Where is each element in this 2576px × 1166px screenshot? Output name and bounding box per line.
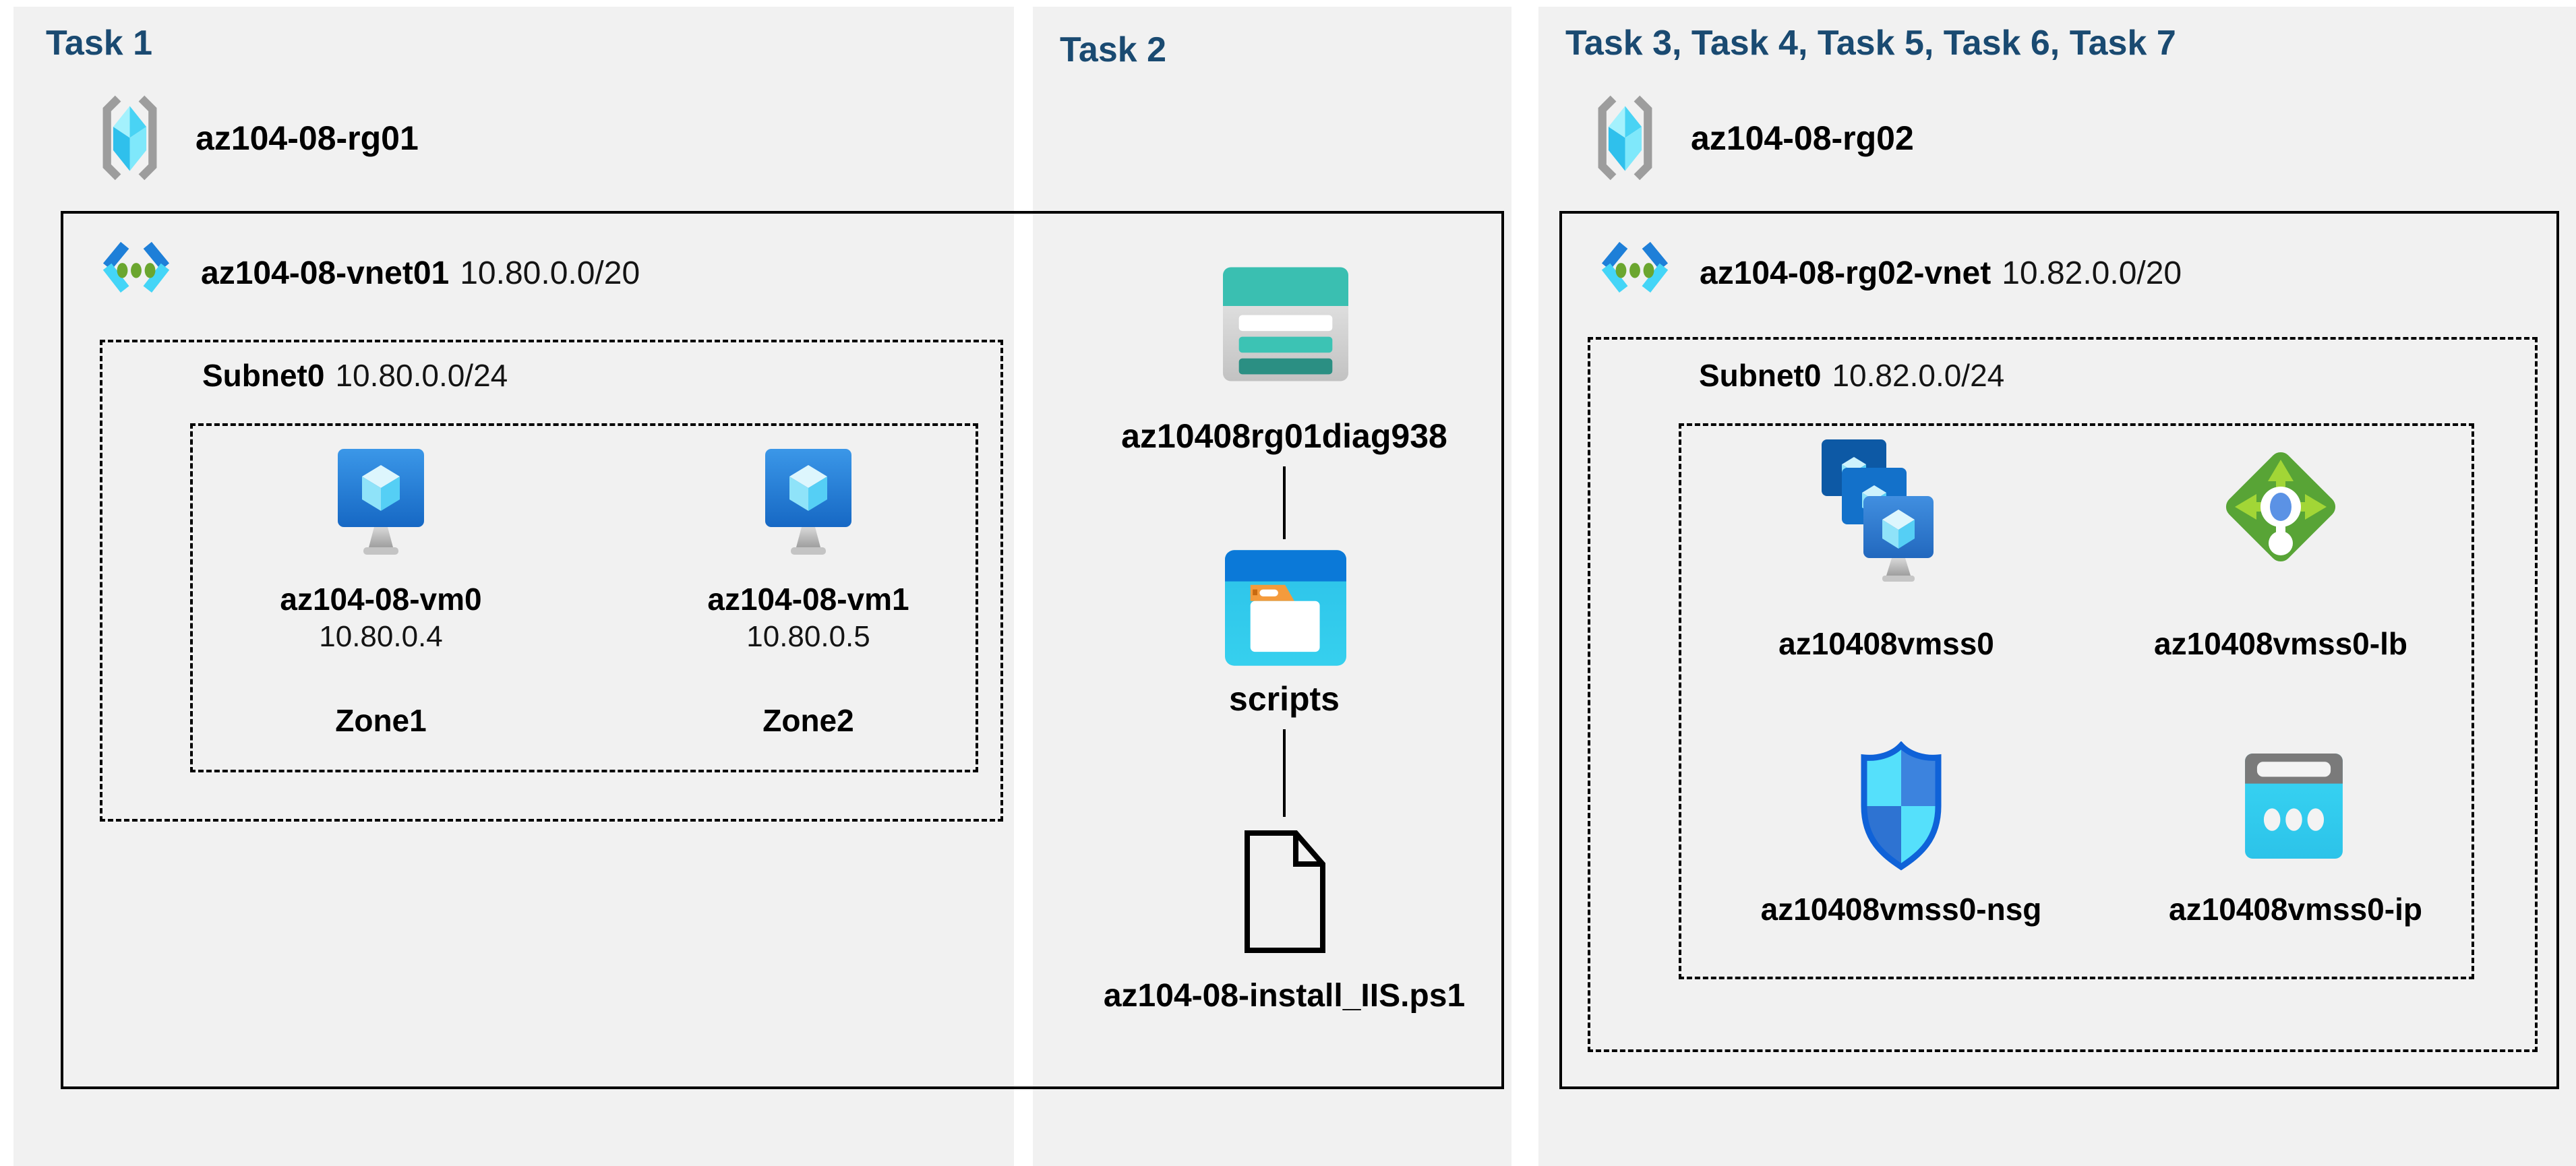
virtual-network-icon bbox=[102, 241, 170, 293]
rg02-vnet-boundary-box bbox=[1559, 211, 2559, 1089]
vm1-zone: Zone2 bbox=[762, 703, 854, 738]
file-icon bbox=[1245, 830, 1325, 953]
connector-container-to-file bbox=[1283, 729, 1286, 817]
subnet0-label-task3: Subnet0 10.82.0.0/24 bbox=[1699, 357, 2004, 394]
resource-group-name: az104-08-rg01 bbox=[196, 119, 419, 157]
vm-scale-set-icon bbox=[1822, 439, 1934, 582]
virtual-network-icon bbox=[1601, 241, 1669, 293]
rg02-vnet-name: az104-08-rg02-vnet bbox=[1700, 255, 1991, 291]
storage-account-icon bbox=[1223, 267, 1348, 381]
vnet01-label: az104-08-vnet01 10.80.0.0/20 bbox=[201, 255, 640, 292]
vm-group-box-task1 bbox=[190, 423, 978, 772]
task3-7-heading: Task 3, Task 4, Task 5, Task 6, Task 7 bbox=[1565, 24, 2176, 63]
vnet01-row: az104-08-vnet01 10.80.0.0/20 bbox=[98, 229, 640, 317]
resource-group-icon bbox=[1598, 95, 1652, 181]
subnet0-name: Subnet0 bbox=[202, 358, 325, 393]
nsg-name: az10408vmss0-nsg bbox=[1760, 892, 2042, 927]
subnet0-name: Subnet0 bbox=[1699, 358, 1822, 393]
script-file-name: az104-08-install_IIS.ps1 bbox=[1103, 978, 1466, 1014]
subnet0-cidr: 10.80.0.0/24 bbox=[335, 358, 508, 393]
vm0-zone: Zone1 bbox=[335, 703, 427, 738]
vm0-name: az104-08-vm0 bbox=[280, 582, 482, 617]
blob-container-icon bbox=[1225, 550, 1346, 666]
vmss-name: az10408vmss0 bbox=[1778, 626, 1994, 661]
public-ip-name: az10408vmss0-ip bbox=[2169, 892, 2422, 927]
resource-group-name: az104-08-rg02 bbox=[1691, 119, 1914, 157]
rg02-vnet-row: az104-08-rg02-vnet 10.82.0.0/20 bbox=[1597, 229, 2182, 317]
virtual-machine-icon bbox=[338, 449, 424, 555]
rg02-vnet-label: az104-08-rg02-vnet 10.82.0.0/20 bbox=[1700, 255, 2182, 292]
container-name: scripts bbox=[1229, 680, 1340, 718]
resource-group-rg02: az104-08-rg02 bbox=[1590, 95, 1914, 181]
task2-heading: Task 2 bbox=[1060, 30, 1167, 69]
task1-heading: Task 1 bbox=[46, 24, 153, 63]
load-balancer-name: az10408vmss0-lb bbox=[2154, 626, 2407, 661]
panel-task1 bbox=[13, 7, 1014, 1166]
vnet01-boundary-box bbox=[61, 211, 1504, 1089]
vnet01-cidr: 10.80.0.0/20 bbox=[460, 255, 640, 291]
network-security-group-icon bbox=[1861, 741, 1942, 871]
virtual-machine-icon bbox=[765, 449, 851, 555]
vnet01-name: az104-08-vnet01 bbox=[201, 255, 450, 291]
storage-account-name: az10408rg01diag938 bbox=[1121, 417, 1447, 455]
resource-group-rg01: az104-08-rg01 bbox=[95, 95, 419, 181]
resource-group-icon bbox=[102, 95, 157, 181]
public-ip-icon bbox=[2245, 754, 2343, 859]
vmss-group-box bbox=[1679, 423, 2474, 979]
vm0-ip: 10.80.0.4 bbox=[319, 620, 443, 653]
subnet0-box-task1 bbox=[100, 340, 1003, 822]
subnet0-label-task1: Subnet0 10.80.0.0/24 bbox=[202, 357, 508, 394]
vm1-name: az104-08-vm1 bbox=[707, 582, 909, 617]
panel-task3-7 bbox=[1538, 7, 2576, 1166]
subnet0-box-task3 bbox=[1588, 337, 2538, 1052]
connector-storage-to-container bbox=[1283, 466, 1286, 539]
load-balancer-icon bbox=[2225, 452, 2336, 562]
subnet0-cidr: 10.82.0.0/24 bbox=[1832, 358, 2005, 393]
vm1-ip: 10.80.0.5 bbox=[746, 620, 870, 653]
rg02-vnet-cidr: 10.82.0.0/20 bbox=[2002, 255, 2182, 291]
